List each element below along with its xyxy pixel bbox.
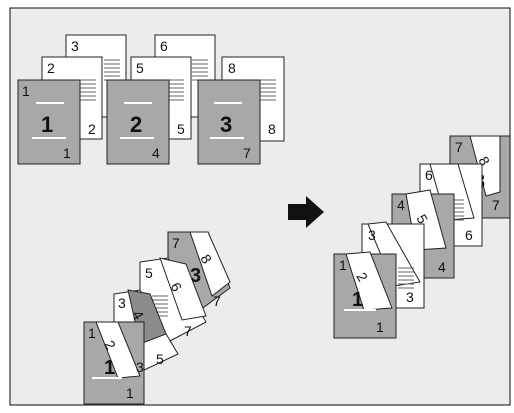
page-number: 7 <box>213 293 221 309</box>
page-number: 1 <box>63 145 71 161</box>
page-number: 6 <box>465 227 473 243</box>
page-number: 8 <box>268 121 276 137</box>
page-number: 1 <box>352 289 363 311</box>
page-number: 5 <box>177 121 185 137</box>
page <box>17 79 81 165</box>
page-number: 3 <box>406 289 414 305</box>
page-number: 4 <box>397 197 405 213</box>
page-number: 3 <box>118 295 126 311</box>
page-number: 1 <box>126 385 134 401</box>
page-number: 5 <box>145 265 153 281</box>
page-number: 1 <box>104 357 115 379</box>
page-number: 3 <box>71 38 79 54</box>
page-number: 3 <box>136 359 144 375</box>
page <box>106 79 170 165</box>
original-stack-3: 8 8 3 7 <box>197 56 285 165</box>
page-number: 2 <box>47 60 55 76</box>
right-booklet: 7 8 3 7 6 6 4 5 2 4 3 3 1 2 1 1 <box>333 135 511 339</box>
page-number: 1 <box>376 319 384 335</box>
page-number: 3 <box>368 227 376 243</box>
page-number: 8 <box>228 60 236 76</box>
page-number: 4 <box>438 259 446 275</box>
page-number: 2 <box>130 112 142 137</box>
page-number: 1 <box>41 112 53 137</box>
page-number: 6 <box>160 38 168 54</box>
right-arrow-icon <box>288 196 324 228</box>
page-number: 7 <box>243 145 251 161</box>
page-number: 5 <box>156 351 164 367</box>
page-number: 4 <box>152 145 160 161</box>
page-number: 2 <box>88 121 96 137</box>
page-number: 7 <box>172 235 180 251</box>
page <box>197 79 261 165</box>
page-number: 7 <box>455 139 463 155</box>
page-number: 1 <box>339 257 347 273</box>
page-number: 5 <box>136 60 144 76</box>
page-number: 7 <box>492 197 500 213</box>
page-number: 6 <box>425 167 433 183</box>
page-number: 7 <box>184 323 192 339</box>
original-stack-2: 6 6 5 5 2 4 <box>106 34 216 165</box>
page-number: 3 <box>220 112 232 137</box>
left-booklet: 7 8 3 7 5 6 7 3 4 5 1 2 1 3 1 <box>83 231 231 405</box>
page-number: 1 <box>22 83 30 99</box>
page-number: 1 <box>88 325 96 341</box>
page-number: 3 <box>190 265 201 287</box>
original-stack-1: 3 3 2 2 1 1 1 <box>17 34 127 165</box>
